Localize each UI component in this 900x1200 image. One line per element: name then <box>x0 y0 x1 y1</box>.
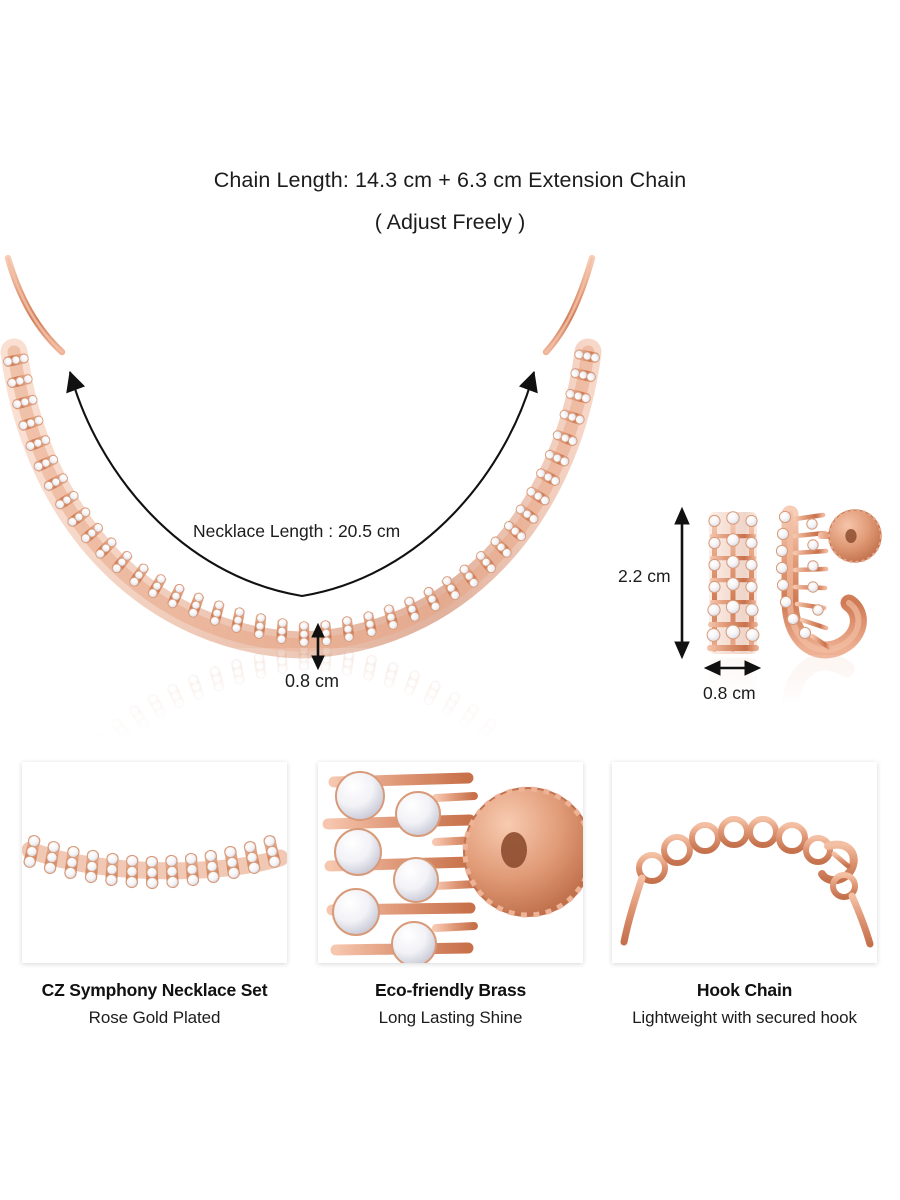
feature-subtitle-brass: Long Lasting Shine <box>378 1008 523 1027</box>
feature-title-necklace: CZ Symphony Necklace Set <box>41 980 268 1000</box>
earring-width-label: 0.8 cm <box>703 683 756 703</box>
earring-front-view <box>706 511 760 654</box>
feature-image-hook <box>612 762 877 963</box>
necklace-side-chains <box>4 254 596 356</box>
earring-width-arrow <box>703 660 762 676</box>
necklace-thickness-arrow <box>311 622 325 671</box>
chain-length-text: Chain Length: 14.3 cm + 6.3 cm Extension… <box>213 168 687 192</box>
screw-back-disc <box>827 508 883 564</box>
necklace-length-arc <box>66 370 538 598</box>
earring-height-arrow <box>674 506 690 660</box>
earring-side-view <box>775 505 883 659</box>
feature-title-brass: Eco-friendly Brass <box>374 980 527 1000</box>
header-block: Chain Length: 14.3 cm + 6.3 cm Extension… <box>0 168 900 235</box>
necklace-thickness-label: 0.8 cm <box>285 671 340 691</box>
earring-height-label: 2.2 cm <box>618 566 671 586</box>
feature-subtitle-hook: Lightweight with secured hook <box>632 1008 857 1027</box>
feature-title-hook: Hook Chain <box>696 980 793 1000</box>
feature-subtitle-necklace: Rose Gold Plated <box>88 1008 221 1027</box>
necklace-collar <box>0 338 602 659</box>
feature-panels: CZ Symphony Necklace Set Rose Gold Plate… <box>0 762 900 1062</box>
feature-image-necklace <box>22 762 287 963</box>
adjust-freely-text: ( Adjust Freely ) <box>374 209 526 234</box>
necklace-length-label: Necklace Length : 20.5 cm <box>193 521 401 541</box>
feature-image-brass <box>318 762 583 963</box>
